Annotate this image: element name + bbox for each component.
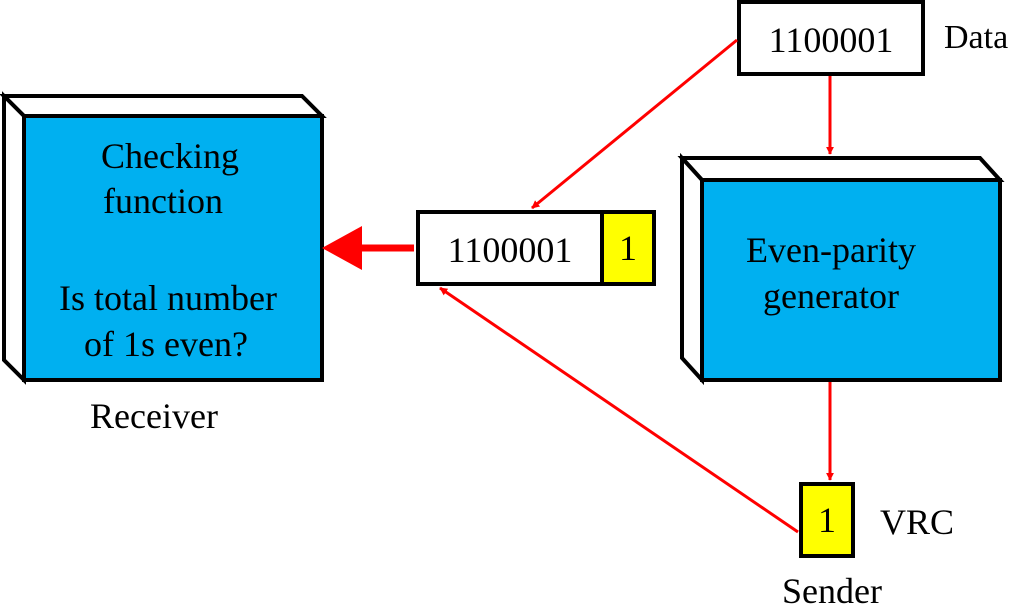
vrc-label: VRC [880, 502, 954, 542]
generator-line-2: generator [763, 276, 899, 316]
vrc-bit-box [799, 482, 855, 558]
generator-box [677, 152, 1005, 386]
frame-data-box [416, 210, 604, 286]
receiver-label: Receiver [90, 396, 218, 436]
checker-line-3: Is total number [59, 278, 277, 318]
arrow-frame-to-receiver [322, 226, 414, 270]
data-label: Data [944, 19, 1008, 56]
checker-line-1: Checking [101, 136, 239, 176]
vrc-bit-value: 1 [818, 500, 836, 540]
frame-parity-value: 1 [619, 228, 637, 268]
arrow-data-to-frame [531, 38, 738, 210]
generator-line-1: Even-parity [746, 230, 916, 270]
frame-data-value: 1100001 [448, 230, 573, 270]
checker-line-4: of 1s even? [84, 324, 248, 364]
sender-label: Sender [782, 571, 882, 611]
arrow-vrc-to-frame [439, 286, 799, 534]
data-box [737, 0, 925, 76]
checker-line-2: function [103, 181, 223, 221]
frame-parity-box [600, 210, 656, 286]
data-value: 1100001 [769, 20, 894, 60]
receiver-box [0, 91, 327, 385]
